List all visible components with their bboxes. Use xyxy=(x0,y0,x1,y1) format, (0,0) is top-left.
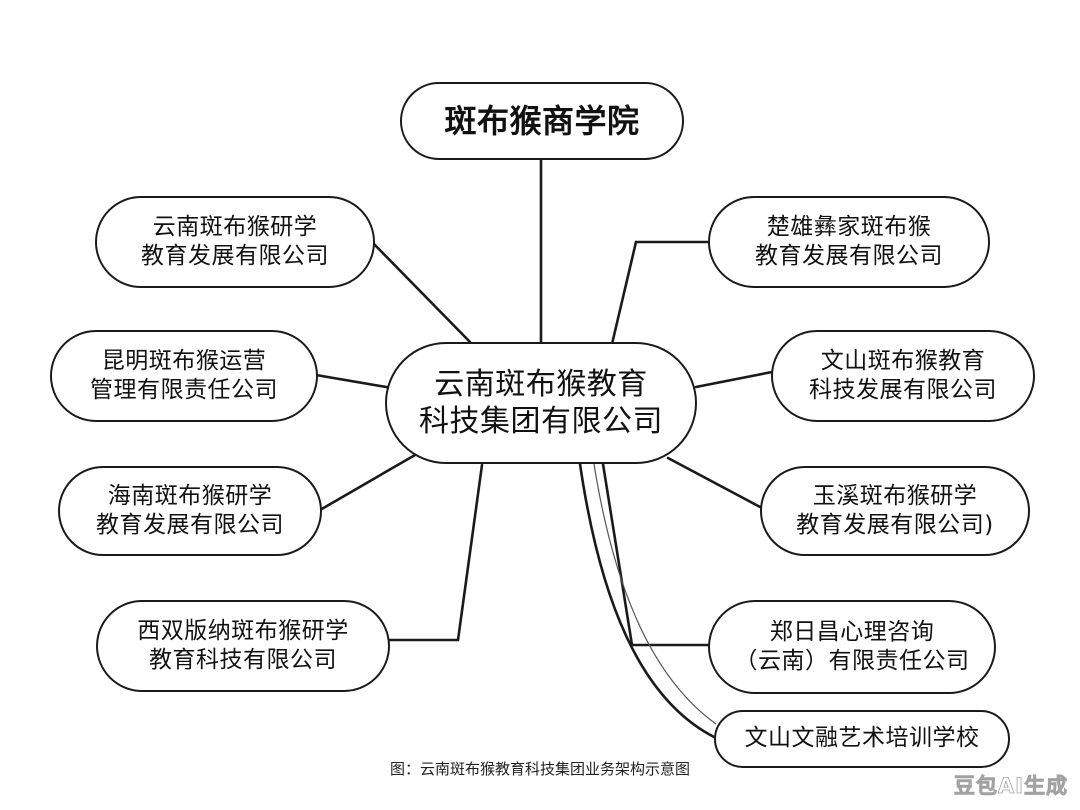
connector-right-1b xyxy=(610,240,638,346)
connector-left-1 xyxy=(370,240,472,344)
node-left-1: 云南斑布猴研学 教育发展有限公司 xyxy=(95,196,375,288)
node-left-1-line-2: 教育发展有限公司 xyxy=(141,243,329,269)
node-right-1: 楚雄彝家斑布猴 教育发展有限公司 xyxy=(708,196,990,288)
node-group-company-line-1: 云南斑布猴教育 xyxy=(434,366,648,402)
node-right-3-line-1: 玉溪斑布猴研学 xyxy=(812,482,978,509)
node-right-2: 文山斑布猴教育 科技发展有限公司 xyxy=(771,330,1035,422)
diagram-caption: 图：云南斑布猴教育科技集团业务架构示意图 xyxy=(389,760,690,778)
connector-right-5-thin xyxy=(593,463,717,725)
connector-left-2 xyxy=(314,373,394,390)
node-right-5: 文山文融艺术培训学校 xyxy=(714,710,1010,768)
node-left-3-line-1: 海南斑布猴研学 xyxy=(107,482,273,509)
node-right-2-line-1: 文山斑布猴教育 xyxy=(820,347,986,374)
node-left-4: 西双版纳斑布猴研学 教育科技有限公司 xyxy=(96,600,390,692)
node-right-3-line-2: 教育发展有限公司) xyxy=(796,512,994,538)
node-right-4-line-1: 郑日昌心理咨询 xyxy=(769,618,935,645)
node-right-3: 玉溪斑布猴研学 教育发展有限公司) xyxy=(760,466,1030,556)
node-left-2-line-1: 昆明斑布猴运营 xyxy=(101,347,267,374)
node-left-2-line-2: 管理有限责任公司 xyxy=(90,377,278,403)
node-right-1-line-2: 教育发展有限公司 xyxy=(755,243,943,269)
connector-right-4 xyxy=(601,462,714,647)
node-group-company: 云南斑布猴教育 科技集团有限公司 xyxy=(385,342,697,464)
node-left-4-line-1: 西双版纳斑布猴研学 xyxy=(137,617,349,644)
connector-right-5 xyxy=(578,462,718,740)
node-right-4-line-2: （云南）有限责任公司 xyxy=(734,648,970,674)
node-right-4: 郑日昌心理咨询 （云南）有限责任公司 xyxy=(708,600,996,694)
connector-right-2 xyxy=(694,370,774,389)
connector-left-4 xyxy=(386,463,484,642)
node-right-2-line-2: 科技发展有限公司 xyxy=(809,377,997,403)
node-left-1-line-1: 云南斑布猴研学 xyxy=(152,213,318,240)
node-left-4-line-2: 教育科技有限公司 xyxy=(149,647,337,673)
ai-watermark: 豆包AI生成 xyxy=(953,774,1068,799)
node-left-3-line-2: 教育发展有限公司 xyxy=(96,512,284,538)
connector-right-3 xyxy=(666,456,764,510)
node-right-1-line-1: 楚雄彝家斑布猴 xyxy=(766,213,932,240)
node-group-company-line-2: 科技集团有限公司 xyxy=(419,404,663,439)
node-left-3: 海南斑布猴研学 教育发展有限公司 xyxy=(58,466,322,556)
node-business-school-label: 斑布猴商学院 xyxy=(444,101,640,140)
node-right-5-line-1: 文山文融艺术培训学校 xyxy=(744,725,980,752)
node-business-school: 斑布猴商学院 xyxy=(400,82,684,160)
node-left-2: 昆明斑布猴运营 管理有限责任公司 xyxy=(50,330,318,422)
connector-left-3 xyxy=(318,453,417,512)
